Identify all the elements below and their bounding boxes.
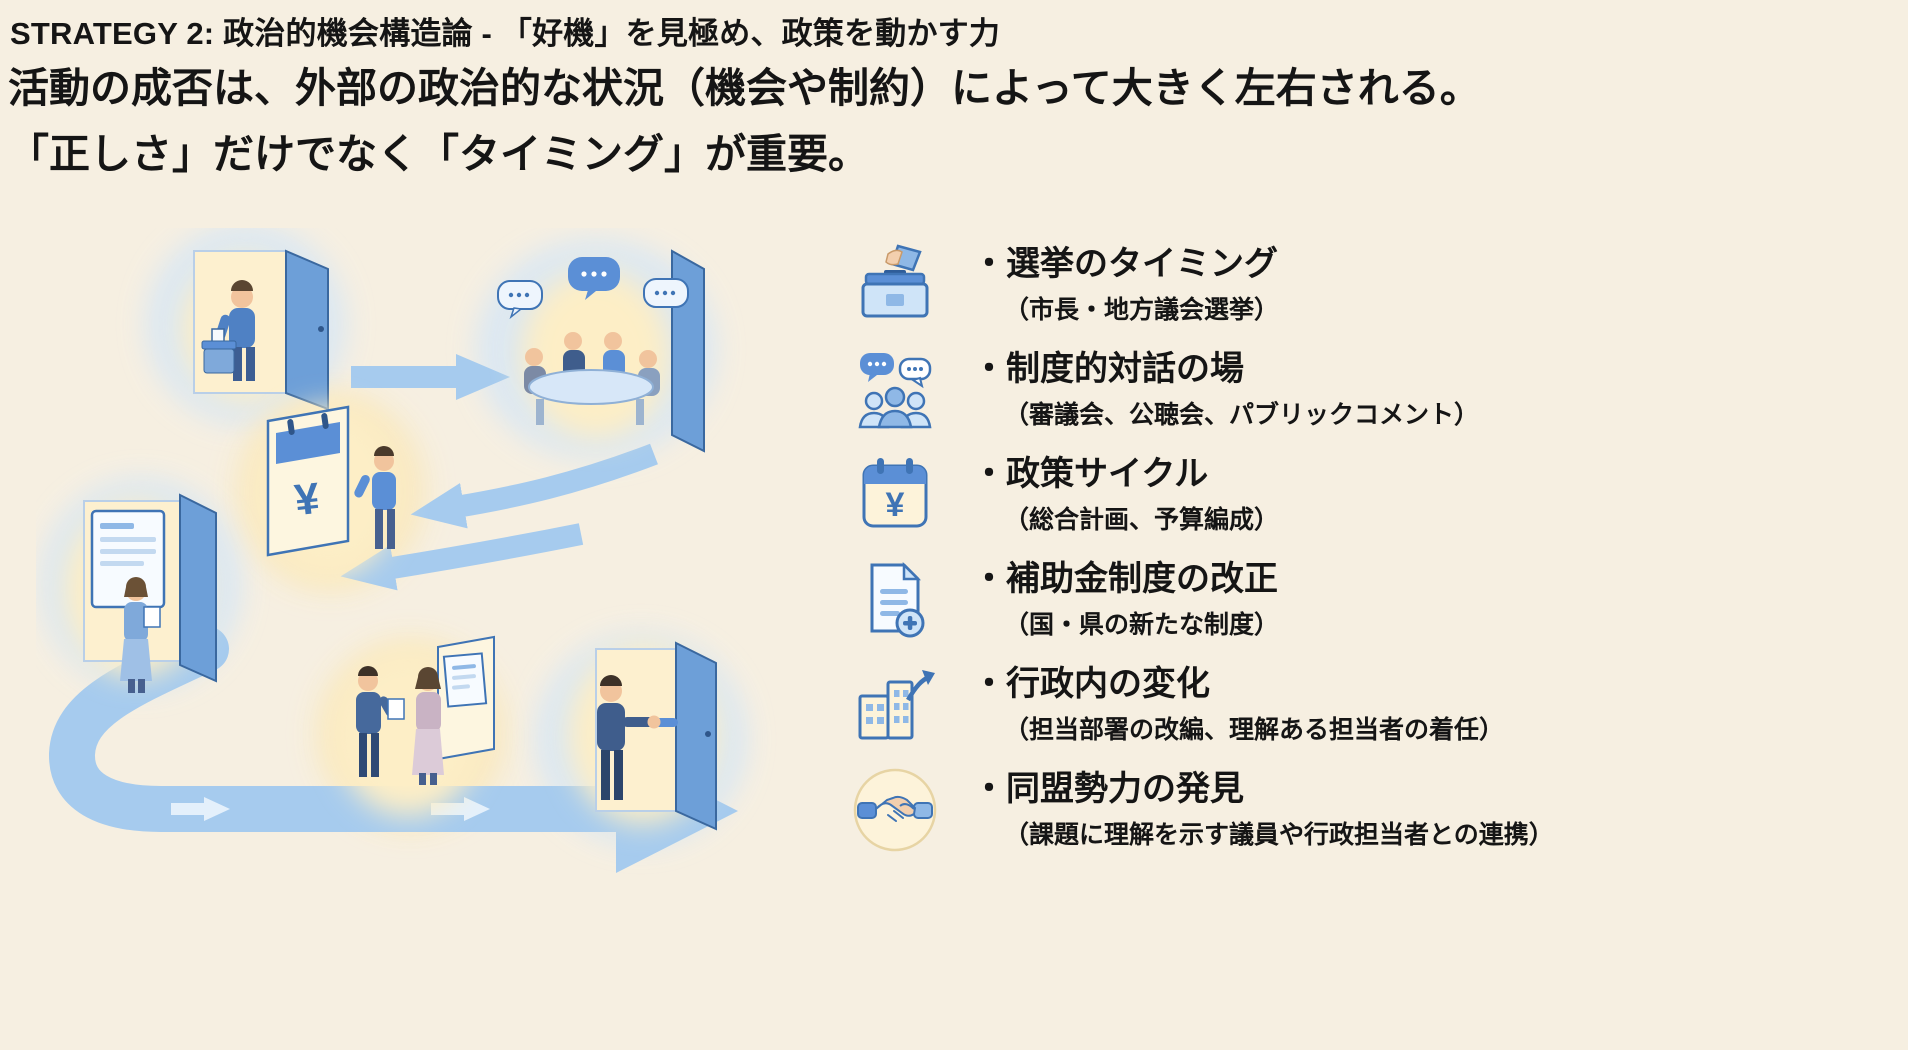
dialogue-icon	[850, 345, 940, 435]
opportunity-list: ・選挙のタイミング （市長・地方議会選挙）	[850, 240, 1900, 855]
item-subtitle: （審議会、公聴会、パブリックコメント）	[1004, 400, 1480, 429]
opportunity-path-illustration: ¥	[36, 228, 796, 1040]
list-item: ・同盟勢力の発見 （課題に理解を示す議員や行政担当者との連携）	[850, 765, 1900, 855]
arrow-down-left-2	[340, 523, 584, 591]
winding-path-svg: ¥	[41, 228, 746, 873]
handshake-icon	[850, 765, 940, 855]
consulting-scene	[336, 635, 495, 816]
item-title: ・制度的対話の場	[972, 350, 1244, 389]
page-title: STRATEGY 2: 政治的機会構造論 - 「好機」を見極め、政策を動かす力	[10, 16, 1001, 51]
list-item: ・補助金制度の改正 （国・県の新たな制度）	[850, 555, 1900, 645]
list-item: ¥ ・政策サイクル （総合計画、予算編成）	[850, 450, 1900, 540]
item-subtitle: （市長・地方議会選挙）	[1004, 295, 1280, 324]
building-change-icon	[850, 660, 940, 750]
list-item: ・制度的対話の場 （審議会、公聴会、パブリックコメント）	[850, 345, 1900, 435]
subtitle-line-2: 「正しさ」だけでなく「タイミング」が重要。	[8, 131, 869, 177]
item-title: ・選挙のタイミング	[972, 245, 1278, 284]
item-subtitle: （総合計画、予算編成）	[1004, 505, 1280, 534]
svg-text:¥: ¥	[292, 474, 322, 525]
calendar-scene: ¥	[258, 405, 398, 576]
calendar-yen-icon: ¥	[850, 450, 940, 540]
item-subtitle: （課題に理解を示す議員や行政担当者との連携）	[1004, 820, 1554, 849]
arrow-down-left-1	[410, 443, 658, 529]
document-scene	[64, 493, 217, 693]
ballot-box-icon	[850, 240, 940, 330]
list-item: ・選挙のタイミング （市長・地方議会選挙）	[850, 240, 1900, 330]
item-title: ・政策サイクル	[972, 455, 1209, 494]
item-title: ・行政内の変化	[972, 665, 1210, 704]
subtitle-line-1: 活動の成否は、外部の政治的な状況（機会や制約）によって大きく左右される。	[8, 65, 1481, 111]
list-item: ・行政内の変化 （担当部署の改編、理解ある担当者の着任）	[850, 660, 1900, 750]
item-title: ・補助金制度の改正	[972, 560, 1278, 599]
handshake-scene	[568, 641, 718, 831]
document-plus-icon	[850, 555, 940, 645]
svg-text:¥: ¥	[886, 486, 905, 524]
item-subtitle: （国・県の新たな制度）	[1004, 610, 1280, 639]
voting-scene	[182, 249, 329, 411]
item-subtitle: （担当部署の改編、理解ある担当者の着任）	[1004, 715, 1505, 744]
item-title: ・同盟勢力の発見	[972, 770, 1244, 809]
meeting-scene	[497, 249, 705, 453]
